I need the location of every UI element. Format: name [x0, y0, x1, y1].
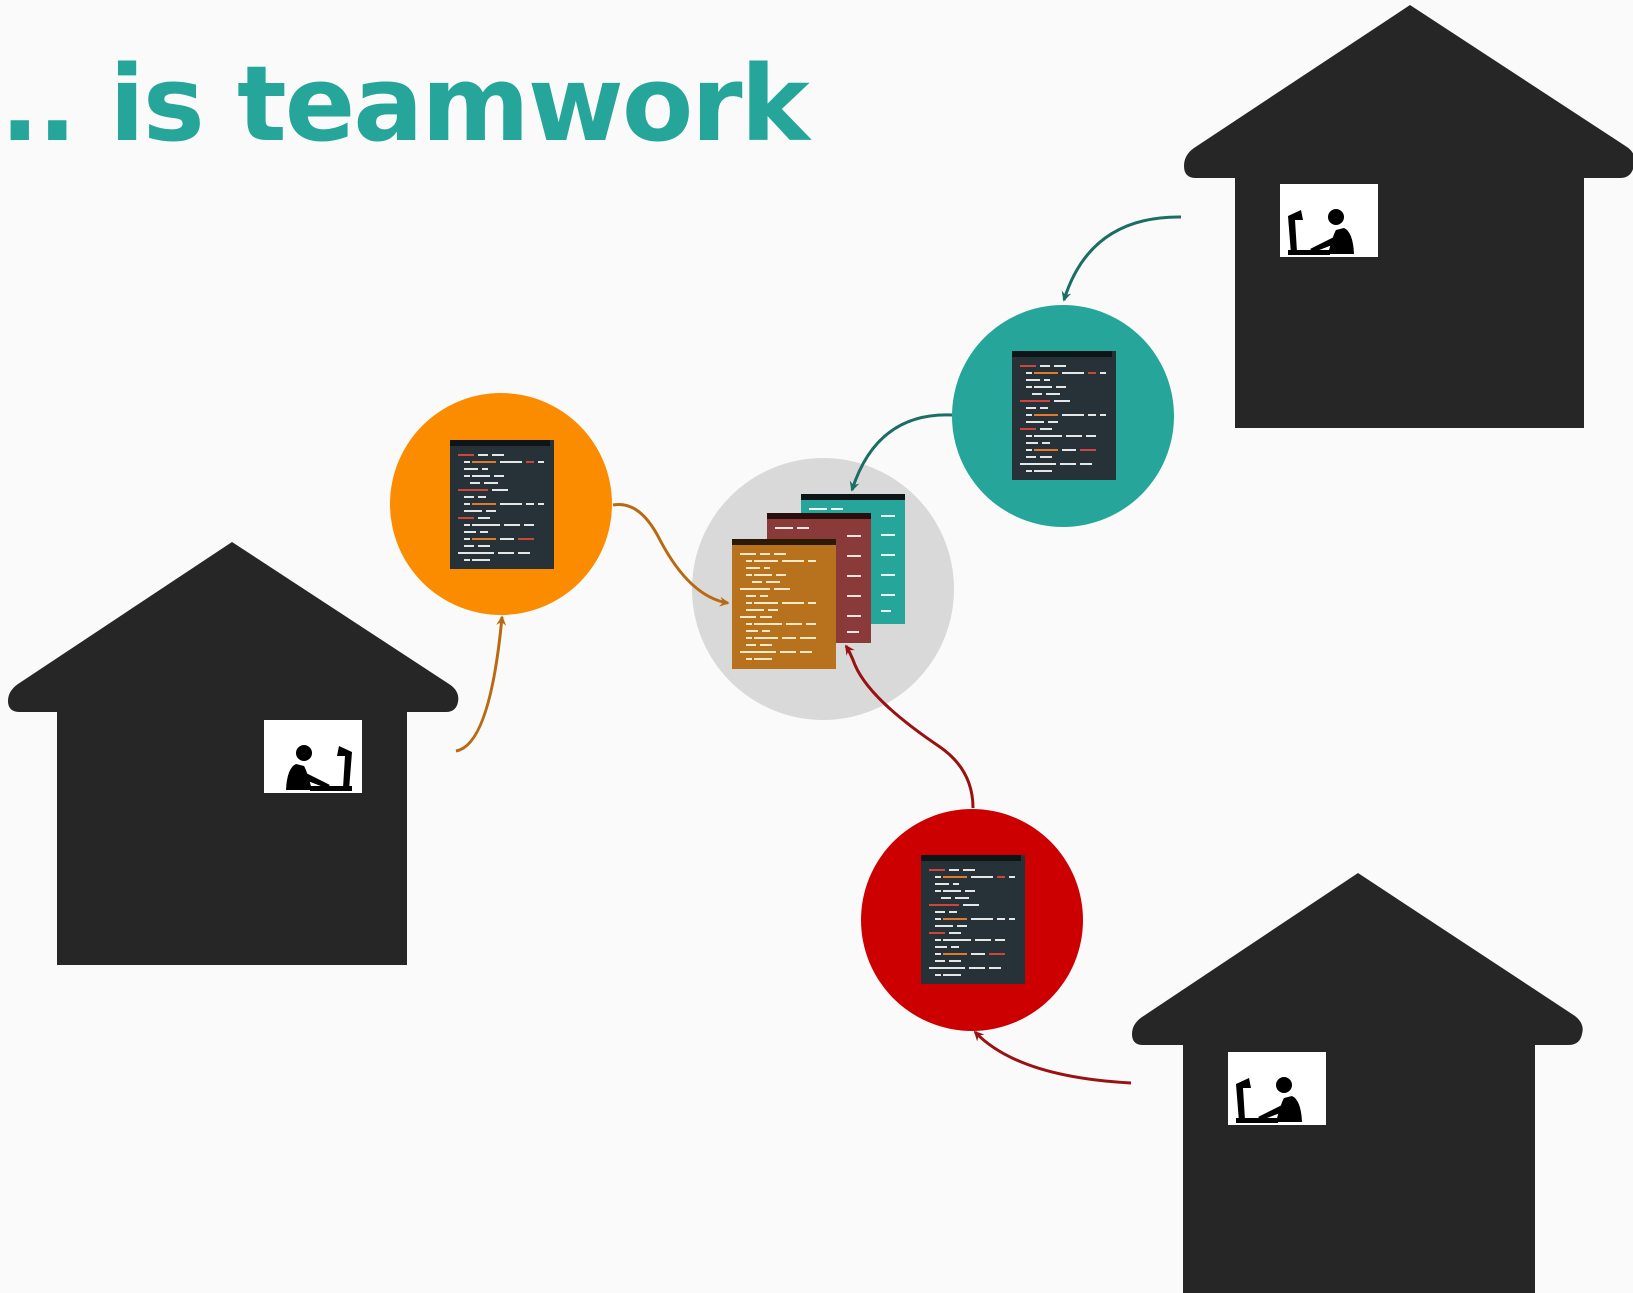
person-at-computer-icon [286, 745, 352, 791]
house-left [8, 542, 459, 965]
arrow-left-house-to-orange [455, 615, 507, 753]
code-document-icon [1012, 351, 1116, 480]
house-bottom-right [1132, 873, 1583, 1293]
red-contribution [861, 809, 1083, 1031]
merged-documents [692, 458, 954, 720]
house-icon [8, 542, 459, 965]
arrow-teal-to-merge [849, 413, 953, 492]
house-top-right [1184, 5, 1633, 428]
arrow-topright-house-to-teal [1061, 215, 1182, 302]
arrow-bottomright-house-to-red [973, 1030, 1132, 1085]
house-icon [1132, 873, 1583, 1293]
person-at-computer-icon [1288, 209, 1354, 255]
page-title: .. is teamwork [0, 43, 810, 165]
teal-contribution [952, 305, 1174, 527]
code-document-icon [450, 440, 554, 569]
orange-contribution [390, 393, 612, 615]
house-icon [1184, 5, 1633, 428]
code-document-icon [921, 855, 1025, 984]
arrow-red-to-merge [844, 644, 975, 809]
merged-documents-icon [732, 494, 905, 669]
arrow-orange-to-merge [612, 502, 730, 607]
person-at-computer-icon [1236, 1077, 1302, 1123]
